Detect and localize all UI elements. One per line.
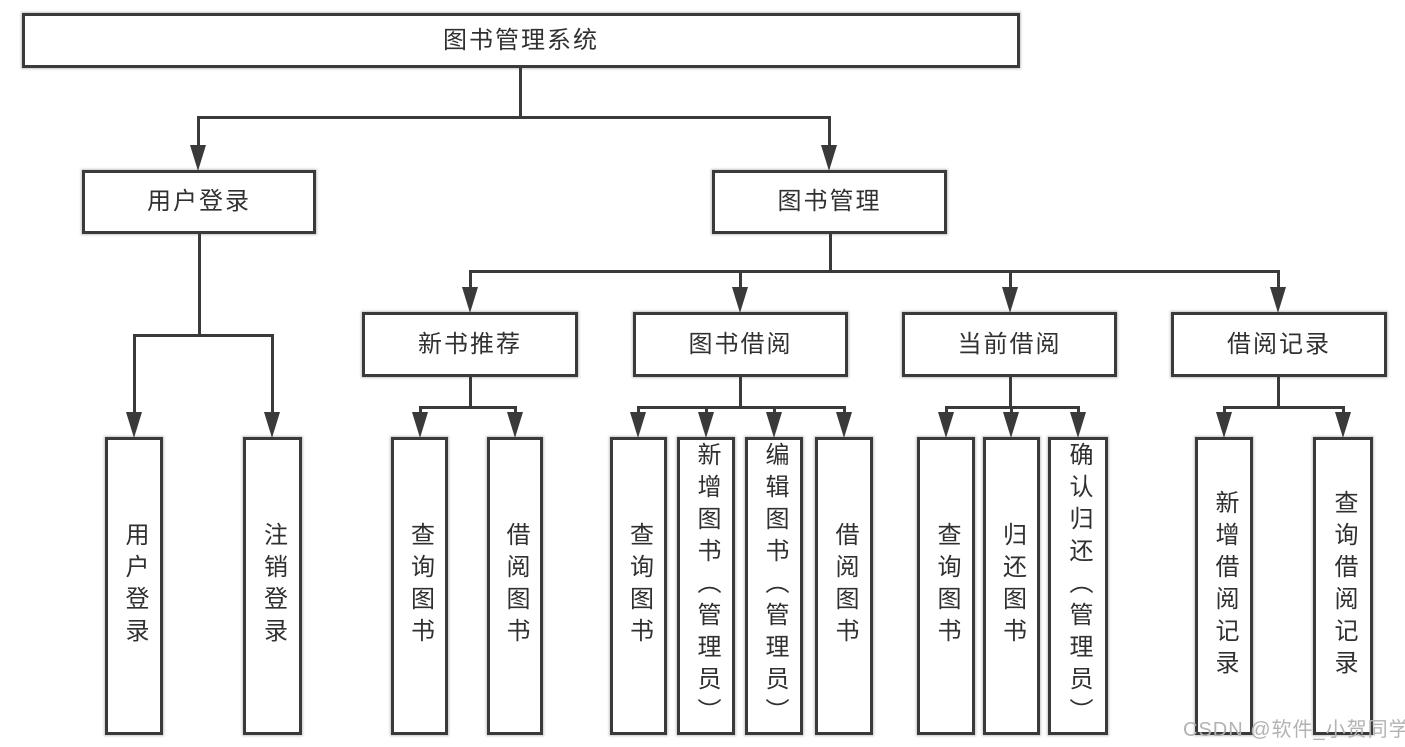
connector-line <box>133 334 273 337</box>
node-label: 查询图书 <box>933 522 960 650</box>
connector-line <box>1223 406 1344 409</box>
leaf-borrow-books: 借阅图书 <box>815 437 873 735</box>
node-label: 图书管理系统 <box>443 26 599 54</box>
leaf-query-books-borrow: 查询图书 <box>610 437 667 735</box>
leaf-query-books-recommend: 查询图书 <box>391 437 448 735</box>
connector-line <box>419 406 516 409</box>
connector-line <box>1277 270 1280 293</box>
arrow-down-icon <box>938 412 954 438</box>
node-user-login: 用户登录 <box>82 170 316 234</box>
leaf-borrow-books-recommend: 借阅图书 <box>487 437 543 735</box>
arrow-down-icon <box>1003 412 1019 438</box>
node-label: 归还图书 <box>998 522 1026 650</box>
node-label: 查询图书 <box>406 522 434 650</box>
node-label: 图书管理 <box>777 188 882 215</box>
arrow-down-icon <box>462 287 478 313</box>
arrow-down-icon <box>821 145 837 171</box>
node-label: 借阅记录 <box>1227 330 1331 358</box>
connector-line <box>829 232 832 273</box>
node-label: 借阅图书 <box>831 522 858 650</box>
connector-line <box>828 116 831 151</box>
arrow-down-icon <box>1002 287 1018 313</box>
node-label: 新书推荐 <box>418 330 522 358</box>
node-library-management-system: 图书管理系统 <box>22 13 1020 68</box>
leaf-query-borrow-record: 查询借阅记录 <box>1313 437 1373 735</box>
leaf-edit-books-admin: 编辑图书（管理员） <box>745 437 803 735</box>
connector-line <box>197 116 831 119</box>
node-label: 用户登录 <box>147 188 251 215</box>
connector-line <box>198 232 201 337</box>
arrow-down-icon <box>190 145 206 171</box>
leaf-logout: 注销登录 <box>243 437 302 735</box>
node-new-book-recommendation: 新书推荐 <box>362 312 578 377</box>
node-label: 新增图书（管理员） <box>693 442 720 730</box>
leaf-add-books-admin: 新增图书（管理员） <box>677 437 735 735</box>
connector-line <box>1277 375 1280 409</box>
node-borrowing-records: 借阅记录 <box>1171 312 1387 377</box>
arrow-down-icon <box>1070 412 1086 438</box>
node-book-management: 图书管理 <box>712 170 947 234</box>
arrow-down-icon <box>732 287 748 313</box>
arrow-down-icon <box>630 412 646 438</box>
arrow-down-icon <box>412 412 428 438</box>
leaf-query-books-current: 查询图书 <box>917 437 975 735</box>
connector-line <box>739 375 742 409</box>
connector-line <box>637 406 845 409</box>
node-label: 确认归还（管理员） <box>1065 442 1092 730</box>
connector-line <box>271 334 274 418</box>
connector-line <box>469 375 472 409</box>
node-label: 查询借阅记录 <box>1330 490 1357 682</box>
leaf-confirm-return-admin: 确认归还（管理员） <box>1048 437 1108 735</box>
arrow-down-icon <box>1270 287 1286 313</box>
leaf-add-borrow-record: 新增借阅记录 <box>1195 437 1253 735</box>
arrow-down-icon <box>1335 412 1351 438</box>
connector-line <box>1009 375 1012 409</box>
node-label: 注销登录 <box>259 522 287 650</box>
connector-line <box>133 334 136 418</box>
node-label: 编辑图书（管理员） <box>761 442 788 730</box>
arrow-down-icon <box>836 412 852 438</box>
connector-line <box>519 66 522 119</box>
node-book-borrowing: 图书借阅 <box>633 312 848 377</box>
connector-line <box>469 270 1280 273</box>
node-label: 图书借阅 <box>688 330 793 358</box>
connector-line <box>1009 270 1012 293</box>
arrow-down-icon <box>507 412 523 438</box>
node-label: 用户登录 <box>121 522 148 650</box>
connector-line <box>469 270 472 293</box>
node-label: 查询图书 <box>625 522 653 650</box>
arrow-down-icon <box>698 412 714 438</box>
node-label: 当前借阅 <box>957 330 1062 358</box>
arrow-down-icon <box>126 412 142 438</box>
connector-line <box>197 116 200 151</box>
node-current-borrowing: 当前借阅 <box>902 312 1117 377</box>
arrow-down-icon <box>1216 412 1232 438</box>
arrow-down-icon <box>766 412 782 438</box>
node-label: 借阅图书 <box>502 522 529 650</box>
leaf-return-books: 归还图书 <box>983 437 1040 735</box>
node-label: 新增借阅记录 <box>1211 490 1238 682</box>
leaf-user-login: 用户登录 <box>105 437 163 735</box>
connector-line <box>739 270 742 293</box>
watermark: CSDN @软件_小贺同学 <box>1183 719 1405 741</box>
arrow-down-icon <box>264 412 280 438</box>
